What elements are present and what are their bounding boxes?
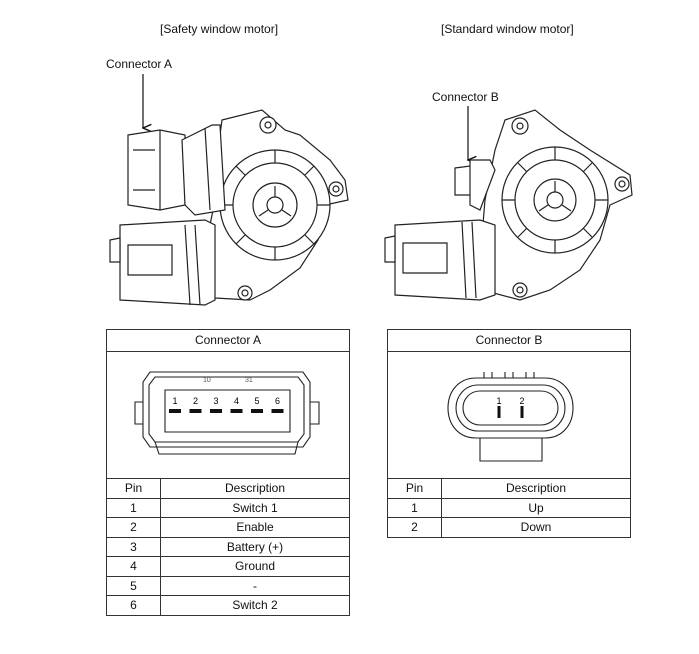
connector-a-pin-terminal <box>251 409 263 413</box>
connector-a-pin-label: 2 <box>193 396 198 406</box>
pin-description: Up <box>441 497 631 518</box>
motor-illustrations <box>109 74 633 306</box>
pin-description: Switch 1 <box>160 497 350 518</box>
pin-number: 2 <box>387 517 442 538</box>
pin-description: Down <box>441 517 631 538</box>
pin-number: 6 <box>106 595 161 616</box>
pin-number: 4 <box>106 556 161 577</box>
pin-description: - <box>160 575 350 596</box>
pin-column-header: Pin <box>106 478 161 499</box>
pin-number: 1 <box>106 497 161 518</box>
standard-motor-drawing <box>384 109 633 301</box>
connector-a-pin-label: 5 <box>254 396 259 406</box>
safety-motor-caption: [Safety window motor] <box>160 22 279 36</box>
pin-number: 1 <box>387 497 442 518</box>
connector-a-small-label-2: 31 <box>245 377 253 384</box>
pin-description: Enable <box>160 517 350 538</box>
connector-b-callout: Connector B <box>432 90 499 104</box>
description-column-header: Description <box>160 478 350 499</box>
pin-number: 3 <box>106 536 161 557</box>
connector-b-title: Connector B <box>388 330 630 352</box>
connector-a-pin-label: 1 <box>172 396 177 406</box>
connector-a-pin-terminal <box>169 409 181 413</box>
connector-a-callout: Connector A <box>106 57 173 71</box>
connector-a-title: Connector A <box>107 330 349 352</box>
connector-a-pin-terminal <box>210 409 222 413</box>
connector-a-face: 10 31 1 2 3 4 5 6 <box>134 371 320 455</box>
connector-a-pin-terminal <box>230 409 243 413</box>
pin-description: Battery (+) <box>160 536 350 557</box>
pin-number: 5 <box>106 575 161 596</box>
safety-motor-drawing <box>109 109 349 306</box>
connector-a-small-label-1: 10 <box>203 377 211 384</box>
connector-b-pin-label: 2 <box>519 396 524 406</box>
standard-motor-caption: [Standard window motor] <box>441 22 574 36</box>
connector-a-pin-terminal <box>271 409 284 413</box>
table-row: 5- <box>106 575 350 596</box>
pin-number: 2 <box>106 517 161 538</box>
connector-a-pin-label: 4 <box>234 396 239 406</box>
connector-a-pin-label: 3 <box>213 396 218 406</box>
pin-description: Switch 2 <box>160 595 350 616</box>
connector-a-panel: Connector A 10 31 1 2 3 4 5 6 <box>106 329 350 479</box>
connector-b-pin-label: 1 <box>496 396 501 406</box>
connector-b-pin-terminal <box>520 406 524 418</box>
description-column-header: Description <box>441 478 631 499</box>
pin-description: Ground <box>160 556 350 577</box>
connector-a-pin-terminal <box>189 409 202 413</box>
connector-b-pin-terminal <box>497 406 501 418</box>
connector-a-pin-label: 6 <box>275 396 280 406</box>
pin-column-header: Pin <box>387 478 442 499</box>
